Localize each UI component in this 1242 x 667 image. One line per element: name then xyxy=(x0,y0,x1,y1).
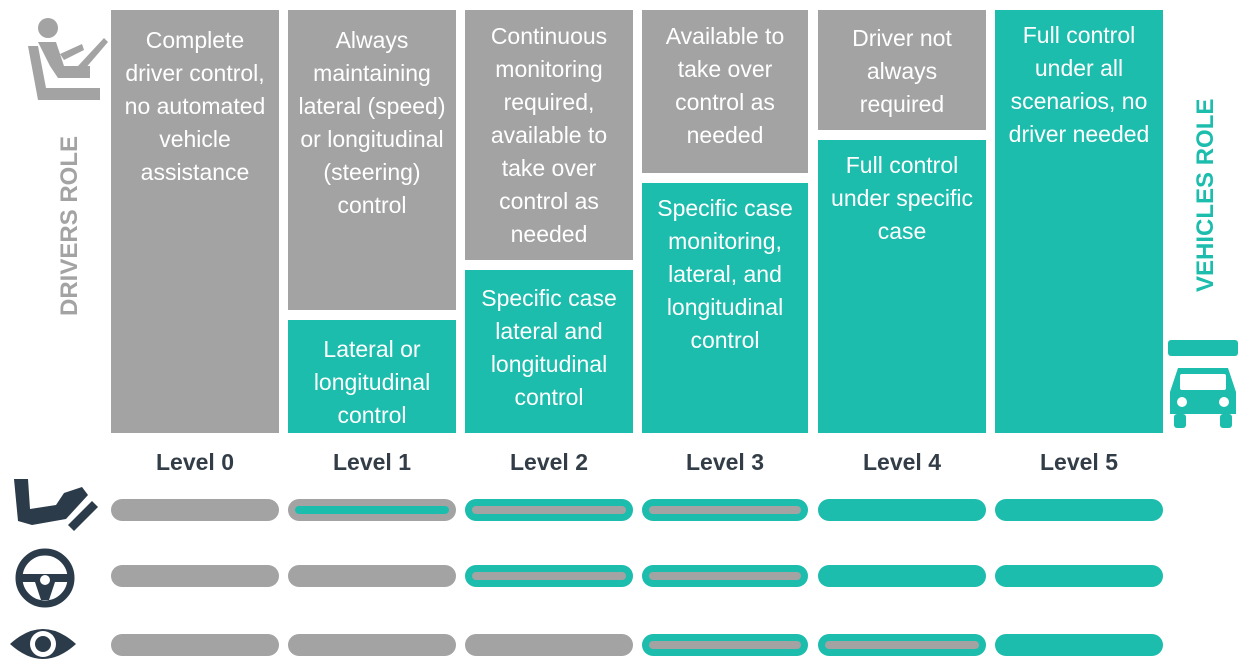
steering-bar-level-4 xyxy=(818,565,986,587)
vehicle-role-level-1: Lateral or longitudinal control xyxy=(288,320,456,433)
vehicle-role-level-2: Specific case lateral and longitudinal c… xyxy=(465,270,633,433)
driver-role-level-2: Continuous monitoring required, availabl… xyxy=(465,10,633,260)
pedal-bar-level-5 xyxy=(995,499,1163,521)
steering-bar-level-3 xyxy=(642,565,808,587)
steering-bar-level-2 xyxy=(465,565,633,587)
car-icon xyxy=(1168,340,1238,428)
steering-bar-level-1 xyxy=(288,565,456,587)
pedal-foot-icon xyxy=(14,479,98,531)
driver-role-level-0: Complete driver control, no automated ve… xyxy=(111,10,279,433)
level-label-3: Level 3 xyxy=(686,449,764,475)
monitoring-bar-level-2 xyxy=(465,634,633,656)
pedal-bar-level-4 xyxy=(818,499,986,521)
pedal-bar-level-0 xyxy=(111,499,279,521)
monitoring-bar-level-3 xyxy=(642,634,808,656)
level-label-5: Level 5 xyxy=(1040,449,1118,475)
vehicle-role-level-5: Full control under all scenarios, no dri… xyxy=(995,10,1163,433)
vehicles-role-label: VEHICLES ROLE xyxy=(1192,98,1219,292)
monitoring-bar-level-0 xyxy=(111,634,279,656)
level-label-4: Level 4 xyxy=(863,449,941,475)
driver-role-level-1: Always maintaining lateral (speed) or lo… xyxy=(288,10,456,310)
monitoring-bar-level-4 xyxy=(818,634,986,656)
pedal-bar-level-2 xyxy=(465,499,633,521)
level-label-1: Level 1 xyxy=(333,449,411,475)
steering-bar-level-0 xyxy=(111,565,279,587)
level-label-0: Level 0 xyxy=(156,449,234,475)
drivers-role-label: DRIVERS ROLE xyxy=(56,135,83,316)
pedal-bar-level-3 xyxy=(642,499,808,521)
steering-wheel-icon xyxy=(15,548,75,608)
level-label-2: Level 2 xyxy=(510,449,588,475)
driver-role-level-3: Available to take over control as needed xyxy=(642,10,808,173)
eye-icon xyxy=(10,629,76,659)
pedal-bar-level-1 xyxy=(288,499,456,521)
monitoring-bar-level-5 xyxy=(995,634,1163,656)
vehicle-role-level-3: Specific case monitoring, lateral, and l… xyxy=(642,183,808,433)
monitoring-bar-level-1 xyxy=(288,634,456,656)
driver-seated-icon xyxy=(28,18,108,100)
driver-role-level-4: Driver not always required xyxy=(818,10,986,130)
steering-bar-level-5 xyxy=(995,565,1163,587)
vehicle-role-level-4: Full control under specific case xyxy=(818,140,986,433)
